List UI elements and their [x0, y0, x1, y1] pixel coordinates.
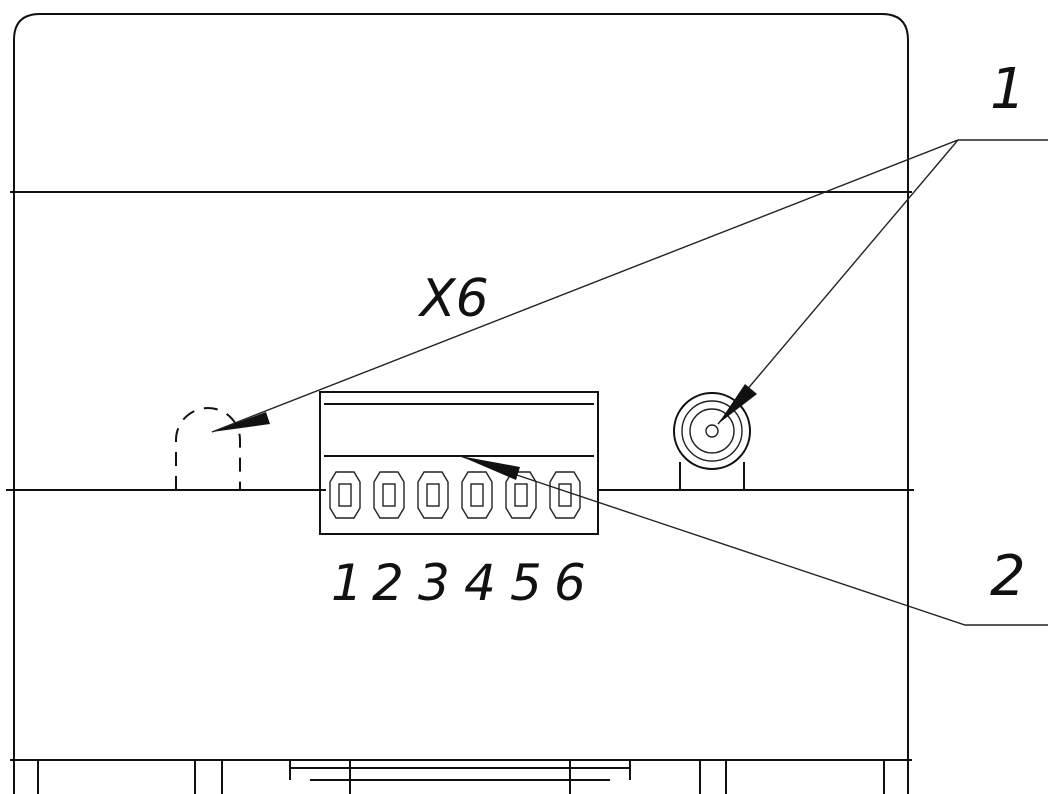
leader-2-to-terminal: [459, 455, 1048, 626]
terminal-block-body: [319, 391, 599, 535]
terminal-number-1: 1: [331, 554, 363, 612]
terminal-slot-3: [417, 471, 449, 519]
arrowhead-indicator: [718, 384, 757, 424]
hidden-led: [175, 407, 241, 490]
terminal-slot-3-screw: [426, 483, 440, 507]
terminal-slot-4: [461, 471, 493, 519]
terminal-slots: [329, 471, 581, 519]
callout-2-label: 2: [990, 544, 1026, 609]
led-inner-ring: [689, 408, 735, 454]
leader-1-to-hidden-led: [211, 139, 1048, 433]
terminal-slot-1: [329, 471, 361, 519]
housing: [6, 13, 914, 794]
terminal-slot-6-screw: [558, 483, 572, 507]
terminal-slot-2: [373, 471, 405, 519]
terminal-number-5: 5: [510, 554, 542, 612]
terminal-slot-2-screw: [382, 483, 396, 507]
terminal-number-6: 6: [554, 554, 586, 612]
arrowhead-hidden-led: [212, 412, 270, 432]
terminal-block: [319, 391, 599, 535]
terminal-slot-5-screw: [514, 483, 528, 507]
housing-outline: [13, 13, 909, 794]
terminal-slot-1-screw: [338, 483, 352, 507]
leader-1-to-indicator: [717, 139, 959, 425]
terminal-slot-5: [505, 471, 537, 519]
leader-lines: [211, 139, 1048, 626]
arrowhead-terminal: [460, 456, 520, 480]
terminal-number-4: 4: [464, 554, 496, 612]
terminal-slot-6: [549, 471, 581, 519]
callout-1-label: 1: [990, 57, 1026, 122]
led-center: [705, 424, 719, 438]
terminal-slot-4-screw: [470, 483, 484, 507]
indicator-led: [673, 392, 751, 490]
connector-x6-label: X6: [417, 269, 489, 329]
led-outer-ring: [673, 392, 751, 470]
terminal-number-3: 3: [418, 554, 450, 612]
base-feet: [37, 760, 885, 794]
terminal-numbers: 1 2 3 4 5 6: [331, 554, 586, 612]
hidden-led-outline: [175, 407, 241, 490]
terminal-number-2: 2: [372, 554, 404, 612]
led-middle-ring: [681, 400, 743, 462]
